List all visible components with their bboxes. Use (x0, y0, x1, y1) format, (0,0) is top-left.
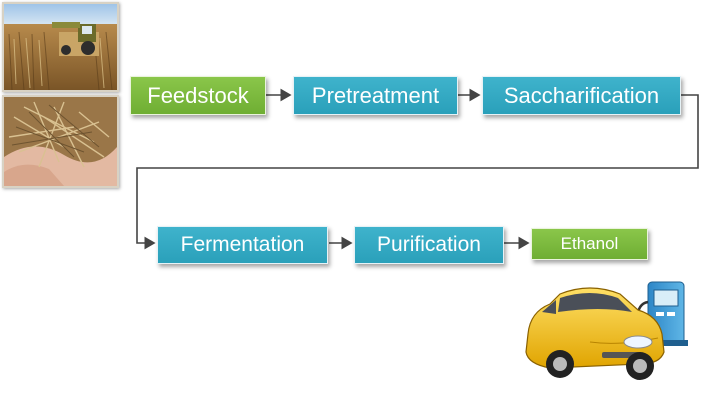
stage-ethanol: Ethanol (531, 228, 648, 260)
yellow-car-icon (525, 287, 665, 380)
stage-feedstock: Feedstock (130, 76, 266, 115)
stage-purification: Purification (354, 226, 504, 264)
straw-photo-icon (2, 95, 119, 188)
arrow-saccharification-fermentation (136, 94, 699, 250)
car-and-pump-icon (525, 281, 688, 380)
stage-saccharification: Saccharification (482, 76, 681, 115)
harvest-photo-icon (2, 2, 119, 92)
stage-pretreatment: Pretreatment (293, 76, 458, 115)
stage-fermentation: Fermentation (157, 226, 328, 264)
